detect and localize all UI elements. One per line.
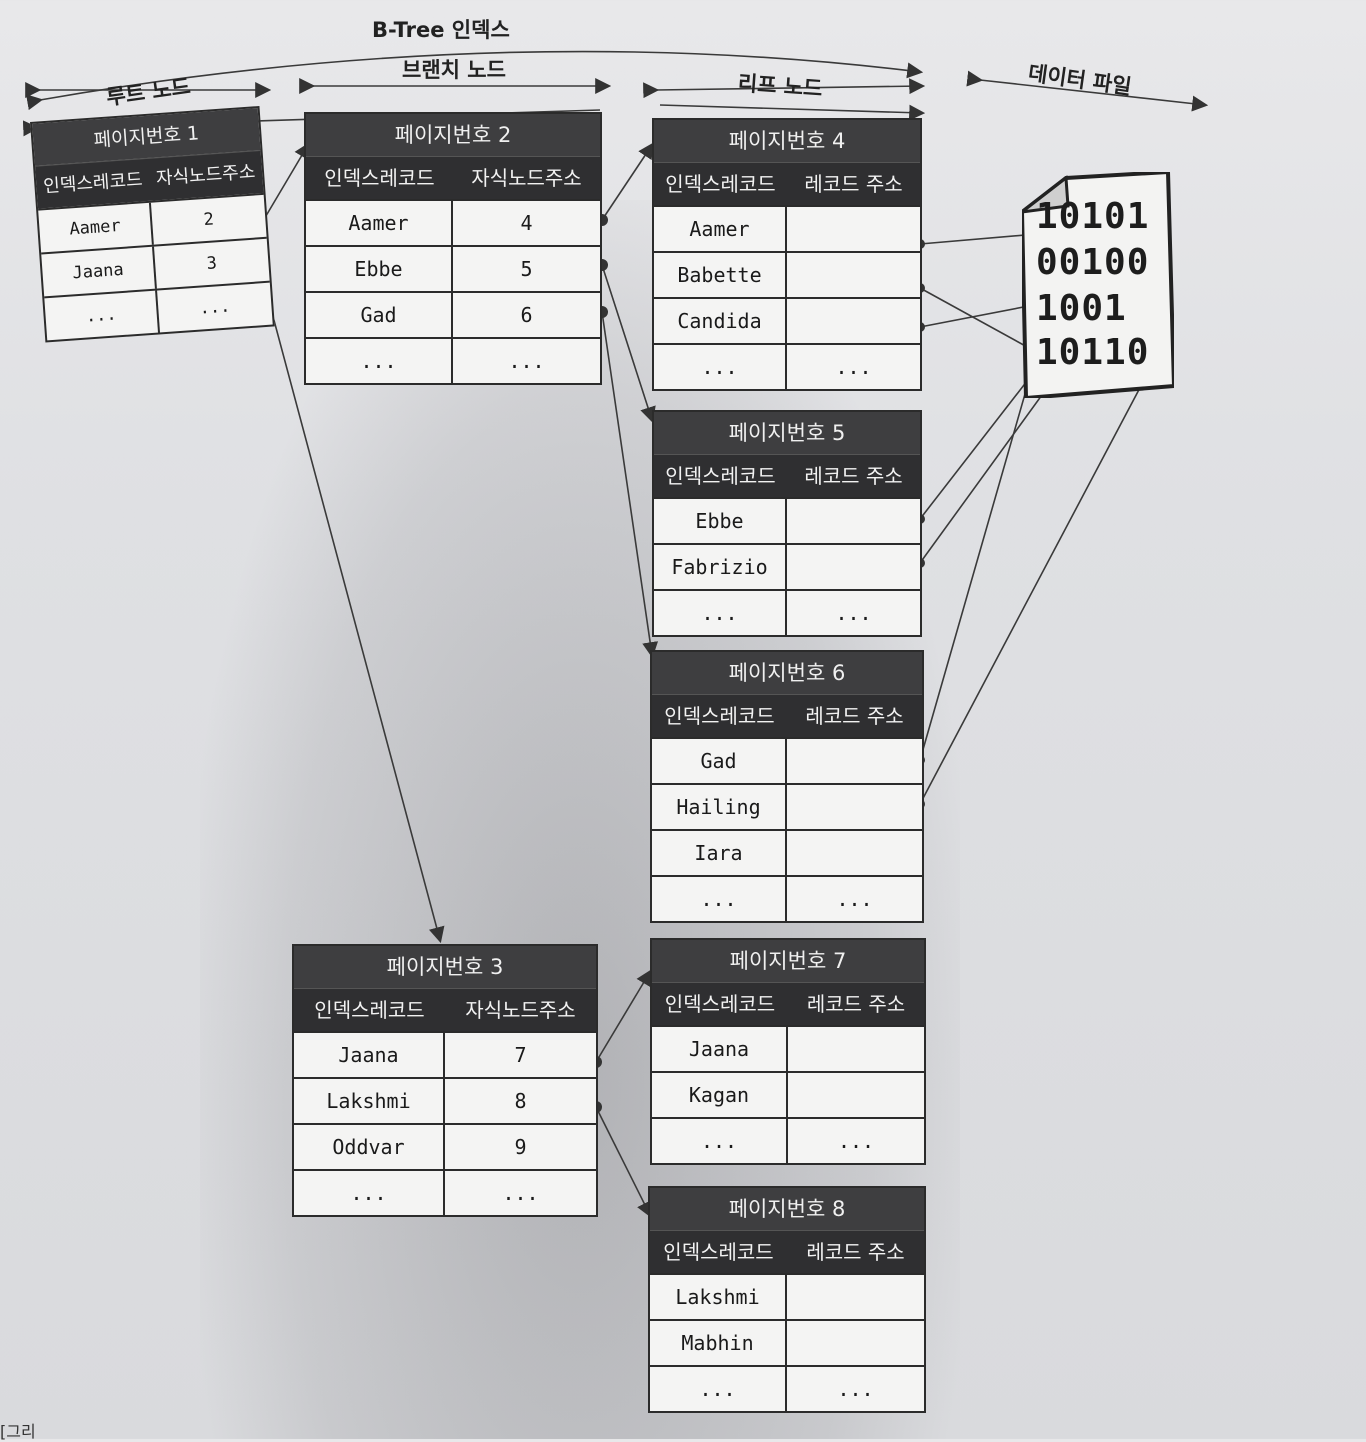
leaf-node-label: 리프 노드 <box>737 71 824 101</box>
page-number: 페이지번호 4 <box>654 120 920 162</box>
child-address-header: 자식노드주소 <box>155 161 256 190</box>
page-number: 페이지번호 3 <box>294 946 596 988</box>
child-address-header: 자식노드주소 <box>465 998 576 1022</box>
index-record-header: 인덱스레코드 <box>314 998 425 1022</box>
table-row: Aamer <box>654 205 920 251</box>
leaf-node-page-7: 페이지번호 7 인덱스레코드 레코드 주소 Jaana Kagan ...... <box>650 938 926 1165</box>
index-record-header: 인덱스레코드 <box>324 166 435 190</box>
document-icon <box>1016 169 1177 401</box>
page-number: 페이지번호 7 <box>652 940 924 982</box>
diagram-title: B-Tree 인덱스 <box>372 18 510 42</box>
index-record-header: 인덱스레코드 <box>665 172 776 196</box>
header-row: 인덱스레코드 자식노드주소 <box>294 988 596 1031</box>
page-number: 페이지번호 8 <box>650 1188 924 1230</box>
table-row: ...... <box>652 875 922 921</box>
table-row: Fabrizio <box>654 543 920 589</box>
index-record-header: 인덱스레코드 <box>42 169 144 198</box>
header-row: 인덱스레코드 레코드 주소 <box>654 162 920 205</box>
record-address-header: 레코드 주소 <box>804 172 903 196</box>
table-row: Ebbe <box>654 497 920 543</box>
branch-node-label: 브랜치 노드 <box>402 58 506 82</box>
data-bits-row: 10101 <box>1036 196 1150 237</box>
table-row: Lakshmi <box>650 1273 924 1319</box>
data-bits-row: 10110 <box>1036 332 1150 373</box>
page-number: 페이지번호 6 <box>652 652 922 694</box>
index-record-header: 인덱스레코드 <box>664 704 775 728</box>
header-row: 인덱스레코드 자식노드주소 <box>306 156 600 199</box>
index-record-header: 인덱스레코드 <box>664 992 776 1016</box>
data-bits-row: 00100 <box>1036 242 1150 283</box>
data-bits-row: 1001 <box>1036 288 1127 329</box>
table-row: Mabhin <box>650 1319 924 1365</box>
table-row: Hailing <box>652 783 922 829</box>
root-node: 페이지번호 1 인덱스레코드 자식노드주소 Aamer 2 Jaana 3 ..… <box>30 105 275 343</box>
table-row: Jaana <box>652 1025 924 1071</box>
table-row: Candida <box>654 297 920 343</box>
table-row: ...... <box>294 1169 596 1215</box>
record-address-header: 레코드 주소 <box>804 464 903 488</box>
table-row: Gad <box>652 737 922 783</box>
child-address-header: 자식노드주소 <box>471 166 582 190</box>
table-row: Kagan <box>652 1071 924 1117</box>
header-row: 인덱스레코드 레코드 주소 <box>650 1230 924 1273</box>
table-row: Iara <box>652 829 922 875</box>
record-address-header: 레코드 주소 <box>806 1240 905 1264</box>
header-row: 인덱스레코드 레코드 주소 <box>654 454 920 497</box>
leaf-node-page-4: 페이지번호 4 인덱스레코드 레코드 주소 Aamer Babette Cand… <box>652 118 922 391</box>
leaf-node-page-5: 페이지번호 5 인덱스레코드 레코드 주소 Ebbe Fabrizio ....… <box>652 410 922 637</box>
index-record-header: 인덱스레코드 <box>665 464 776 488</box>
table-row: Babette <box>654 251 920 297</box>
figure-caption: [그리 <box>0 1422 36 1441</box>
header-row: 인덱스레코드 레코드 주소 <box>652 694 922 737</box>
page-number: 페이지번호 2 <box>306 114 600 156</box>
page-number: 페이지번호 5 <box>654 412 920 454</box>
leaf-node-page-6: 페이지번호 6 인덱스레코드 레코드 주소 Gad Hailing Iara .… <box>650 650 924 923</box>
header-row: 인덱스레코드 레코드 주소 <box>652 982 924 1025</box>
data-file-icon: 10101 00100 1001 10110 <box>1016 169 1177 401</box>
record-address-header: 레코드 주소 <box>806 992 906 1016</box>
table-row: ...... <box>306 337 600 383</box>
table-row: ...... <box>652 1117 924 1163</box>
table-row: ...... <box>654 343 920 389</box>
index-record-header: 인덱스레코드 <box>663 1240 774 1264</box>
table-row: ...... <box>650 1365 924 1411</box>
leaf-node-page-8: 페이지번호 8 인덱스레코드 레코드 주소 Lakshmi Mabhin ...… <box>648 1186 926 1413</box>
table-row: ...... <box>654 589 920 635</box>
record-address-header: 레코드 주소 <box>805 704 904 728</box>
